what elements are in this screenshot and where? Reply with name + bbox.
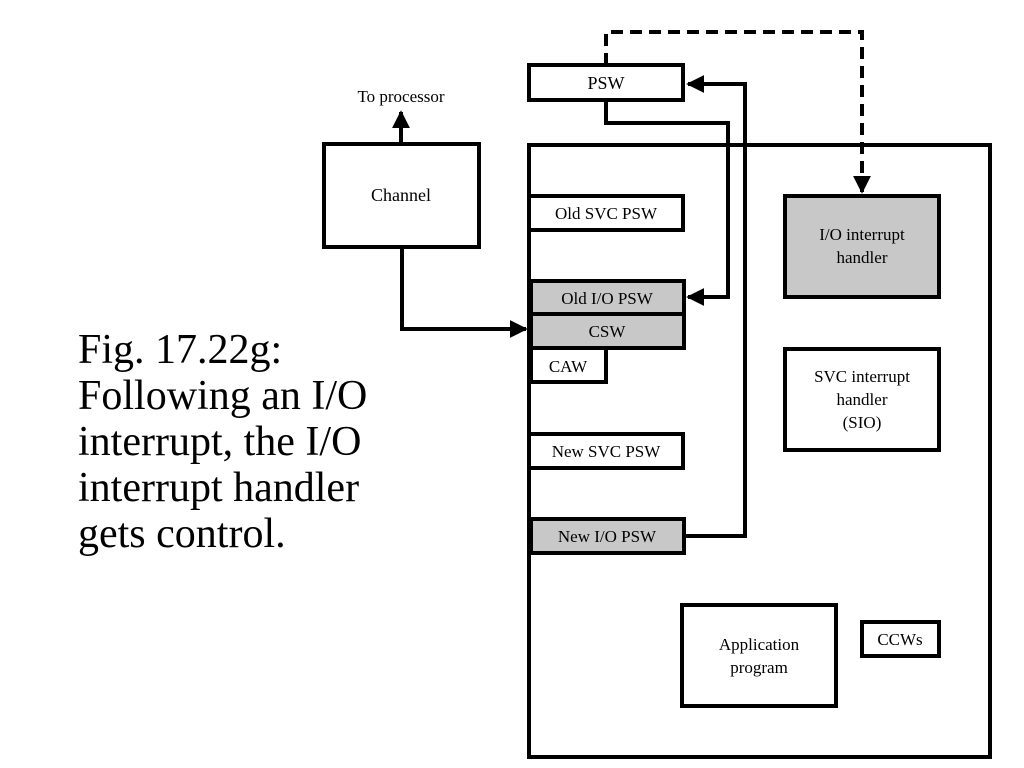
channel-label: Channel	[371, 185, 431, 205]
caption-line-3: interrupt, the I/O	[78, 419, 362, 465]
psw-box: PSW	[527, 63, 685, 102]
csw-label: CSW	[589, 322, 627, 341]
svc-handler-line-1: SVC interrupt	[814, 367, 910, 386]
application-line-2: program	[730, 658, 788, 677]
ccws-box: CCWs	[860, 620, 941, 658]
old-io-psw-box: Old I/O PSW	[529, 279, 686, 316]
application-line-1: Application	[719, 635, 800, 654]
csw-box: CSW	[529, 312, 686, 350]
psw-to-io-handler-dashed-arrow	[604, 30, 871, 194]
new-svc-psw-box: New SVC PSW	[527, 432, 685, 470]
io-handler-line-1: I/O interrupt	[819, 225, 905, 244]
new-svc-psw-label: New SVC PSW	[552, 442, 662, 461]
psw-to-old-io-psw-arrow	[604, 100, 730, 306]
svc-interrupt-handler-box: SVC interrupt handler (SIO)	[783, 347, 941, 452]
svc-handler-line-3: (SIO)	[843, 413, 882, 432]
svc-handler-line-2: handler	[837, 390, 888, 409]
application-program-box: Application program	[680, 603, 838, 708]
caw-label: CAW	[549, 357, 588, 376]
old-svc-psw-label: Old SVC PSW	[555, 204, 658, 223]
new-io-psw-to-psw-arrow	[684, 75, 747, 538]
to-processor-label: To processor	[357, 87, 444, 106]
channel-to-csw-arrow	[400, 247, 528, 338]
figure-caption: Fig. 17.22g: Following an I/O interrupt,…	[78, 327, 418, 557]
caption-line-2: Following an I/O	[78, 373, 368, 419]
io-handler-line-2: handler	[837, 248, 888, 267]
new-io-psw-box: New I/O PSW	[529, 517, 686, 555]
io-interrupt-handler-box: I/O interrupt handler	[783, 194, 941, 299]
caw-box: CAW	[529, 346, 608, 384]
caption-line-4: interrupt handler	[78, 465, 360, 511]
old-io-psw-label: Old I/O PSW	[561, 289, 654, 308]
ccws-label: CCWs	[877, 630, 922, 649]
channel-box: Channel	[322, 142, 481, 249]
caption-line-1: Fig. 17.22g:	[78, 327, 283, 373]
caption-line-5: gets control.	[78, 511, 286, 557]
psw-label: PSW	[587, 73, 624, 93]
new-io-psw-label: New I/O PSW	[558, 527, 657, 546]
old-svc-psw-box: Old SVC PSW	[527, 194, 685, 232]
